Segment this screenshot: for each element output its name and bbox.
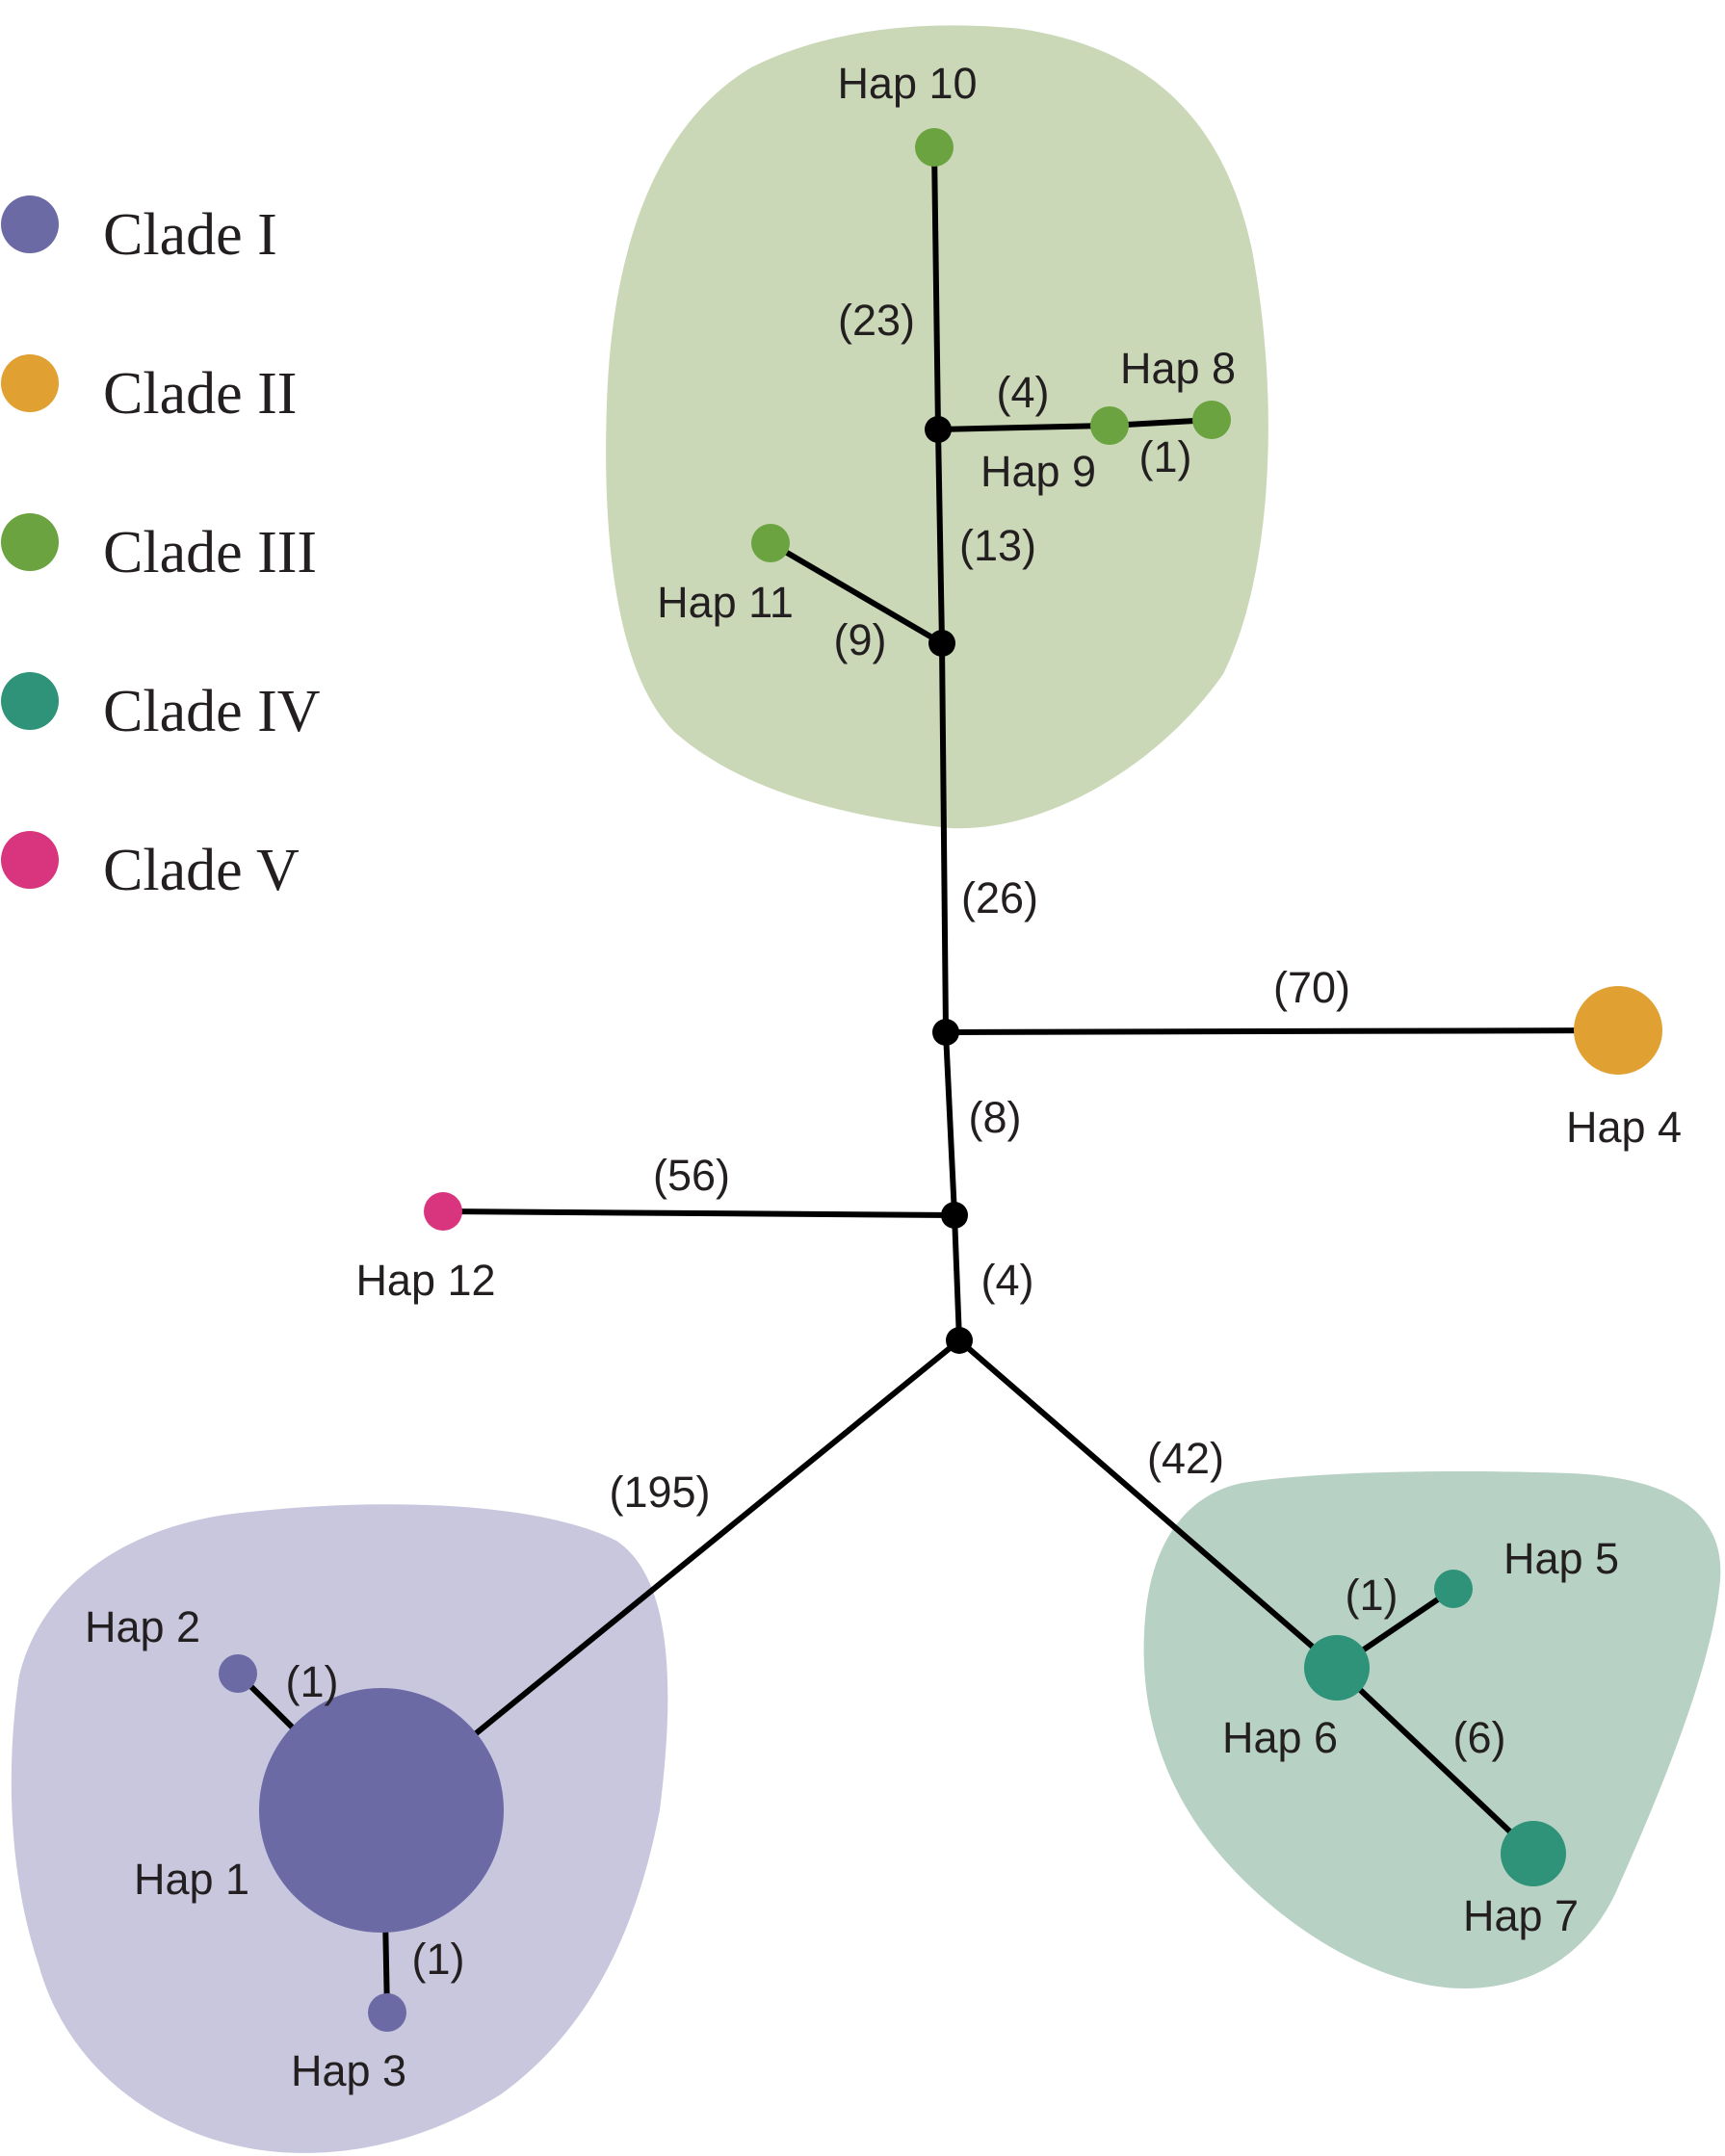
edge-label-hap1-hap2: (1) — [286, 1657, 339, 1706]
edge-label-node-root: (4) — [981, 1256, 1034, 1305]
mutation-step-labels: (23) (4) (1) (13) (9) (26) (70) (8) (56)… — [286, 296, 1506, 1984]
hap1-node — [259, 1688, 504, 1933]
hap3-node — [368, 1993, 406, 2032]
legend-label: Clade II — [103, 361, 297, 427]
legend-swatch — [1, 831, 59, 889]
legend-item-clade-v: Clade V — [1, 831, 300, 903]
legend-item-clade-iii: Clade III — [1, 513, 317, 585]
legend-swatch — [1, 672, 59, 730]
median-node — [928, 630, 955, 657]
hap9-label: Hap 9 — [980, 447, 1096, 496]
hap5-node — [1434, 1570, 1473, 1608]
edge-clade3-center — [939, 640, 949, 1035]
edge-node-hap9 — [935, 423, 1112, 432]
hap5-label: Hap 5 — [1503, 1534, 1619, 1583]
legend-item-clade-ii: Clade II — [1, 354, 297, 427]
legend-label: Clade I — [103, 202, 277, 268]
legend-item-clade-i: Clade I — [1, 195, 277, 268]
edge-label-node-hap9: (4) — [997, 368, 1050, 417]
edge-center-hap4 — [943, 1027, 1621, 1035]
edge-root-hap6 — [956, 1338, 1340, 1671]
legend-label: Clade V — [103, 838, 300, 903]
edge-label-upper-nodes: (13) — [959, 521, 1036, 570]
hap7-node — [1501, 1821, 1566, 1886]
hap1-label: Hap 1 — [134, 1855, 249, 1904]
legend-item-clade-iv: Clade IV — [1, 672, 321, 744]
edge-label-clade3-center: (26) — [961, 873, 1038, 922]
median-node — [932, 1019, 959, 1046]
edge-label-hap6-hap7: (6) — [1453, 1713, 1506, 1762]
legend-label: Clade III — [103, 520, 317, 585]
hap4-node — [1574, 986, 1662, 1075]
edge-label-center-hap4: (70) — [1273, 963, 1350, 1012]
hap4-label: Hap 4 — [1566, 1103, 1682, 1152]
clade-iv-region — [1143, 1471, 1721, 1988]
edge-center-down — [943, 1029, 957, 1218]
hap10-node — [915, 128, 954, 167]
hap11-label: Hap 11 — [657, 578, 794, 627]
edge-label-hap12-node: (56) — [653, 1151, 730, 1200]
edge-label-hap1-hap3: (1) — [412, 1935, 465, 1984]
edge-hap11-node — [768, 540, 945, 646]
edge-hap12-node — [440, 1208, 957, 1218]
edge-hap6-hap7 — [1334, 1665, 1536, 1857]
hap2-node — [219, 1654, 257, 1693]
edge-label-hap6-hap5: (1) — [1346, 1571, 1398, 1620]
edge-upper-nodes — [935, 427, 945, 646]
median-node — [946, 1327, 973, 1354]
legend: Clade I Clade II Clade III Clade IV Clad… — [1, 195, 321, 903]
hap11-node — [751, 524, 790, 562]
legend-swatch — [1, 513, 59, 571]
hap2-label: Hap 2 — [85, 1602, 200, 1651]
edge-hap10-node — [931, 144, 941, 432]
edge-label-center-down: (8) — [969, 1093, 1022, 1142]
median-node — [925, 416, 952, 443]
hap12-node — [424, 1192, 462, 1231]
legend-label: Clade IV — [103, 679, 321, 744]
edge-root-hap1 — [379, 1338, 962, 1813]
hap7-label: Hap 7 — [1463, 1891, 1579, 1940]
hap8-label: Hap 8 — [1120, 344, 1236, 393]
hap12-label: Hap 12 — [355, 1256, 495, 1305]
edge-label-root-hap6: (42) — [1147, 1434, 1224, 1483]
median-node — [941, 1202, 968, 1229]
network-edges — [235, 144, 1621, 2015]
legend-swatch — [1, 354, 59, 412]
haplotype-labels: Hap 10 Hap 8 Hap 9 Hap 11 Hap 4 Hap 12 H… — [85, 59, 1682, 2095]
hap3-label: Hap 3 — [291, 2046, 406, 2095]
median-vectors — [925, 416, 973, 1354]
edge-label-root-hap1: (195) — [609, 1468, 710, 1517]
edge-label-hap10-node: (23) — [838, 296, 915, 345]
hap8-node — [1192, 401, 1231, 439]
edge-node-root — [952, 1212, 962, 1343]
edge-label-hap11-node: (9) — [834, 615, 887, 664]
edge-label-hap9-hap8: (1) — [1139, 432, 1192, 481]
hap6-node — [1304, 1635, 1370, 1701]
haplotype-nodes — [219, 128, 1662, 2032]
hap10-label: Hap 10 — [837, 59, 977, 108]
hap6-label: Hap 6 — [1222, 1713, 1338, 1762]
hap9-node — [1090, 406, 1129, 445]
legend-swatch — [1, 195, 59, 253]
